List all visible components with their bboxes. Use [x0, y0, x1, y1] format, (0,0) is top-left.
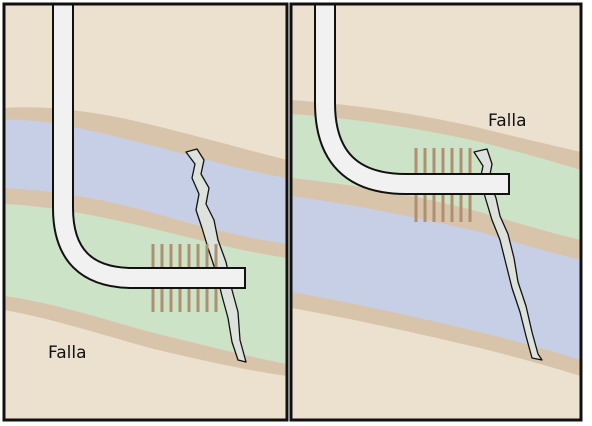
tan-band-lower	[4, 296, 287, 376]
fault-label: Falla	[488, 111, 527, 131]
right-panel-frame	[289, 2, 583, 422]
wellbore-pipe	[54, 4, 244, 287]
tan-band-lower	[291, 292, 581, 376]
fault-label: Falla	[48, 343, 87, 363]
blue-layer	[4, 119, 287, 248]
right-panel: Falla	[291, 4, 581, 420]
wellbore-pipe	[316, 4, 508, 193]
left-panel: Falla	[4, 4, 287, 420]
blue-layer	[291, 196, 581, 366]
left-panel-frame	[2, 2, 289, 422]
